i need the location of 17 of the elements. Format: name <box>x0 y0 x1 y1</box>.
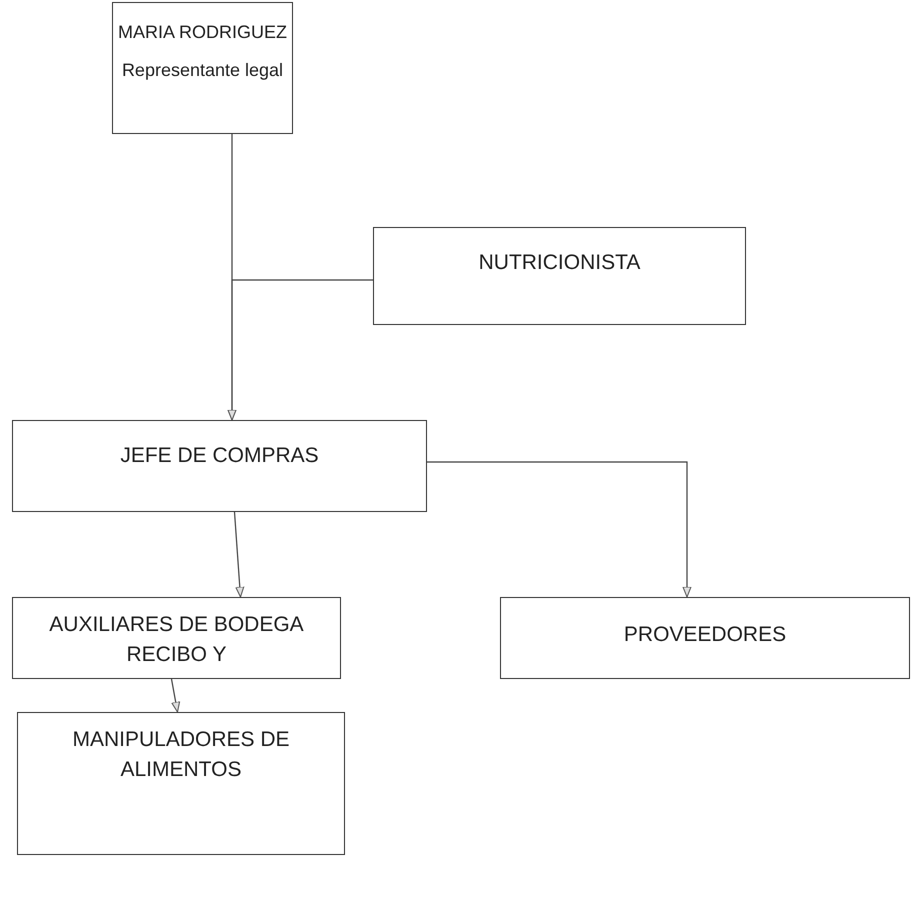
org-box <box>12 420 427 512</box>
org-box <box>17 712 345 855</box>
box-title: MANIPULADORES DE ALIMENTOS <box>71 727 291 784</box>
box-title: NUTRICIONISTA <box>478 250 642 276</box>
connector-arrow <box>234 512 244 598</box>
org-box <box>373 227 746 325</box>
org-box <box>12 597 341 679</box>
box-title: JEFE DE COMPRAS <box>119 443 320 469</box>
box-title: PROVEEDORES <box>622 622 788 648</box>
connector-arrow <box>170 678 180 712</box>
connector-arrow <box>427 461 692 598</box>
box-title: MARIA RODRIGUEZ <box>116 21 288 44</box>
connector-arrow <box>228 279 373 420</box>
org-box <box>112 2 293 134</box>
box-title: AUXILIARES DE BODEGA RECIBO Y <box>48 612 305 668</box>
box-subtitle: Representante legal <box>120 59 284 82</box>
org-box <box>500 597 910 679</box>
